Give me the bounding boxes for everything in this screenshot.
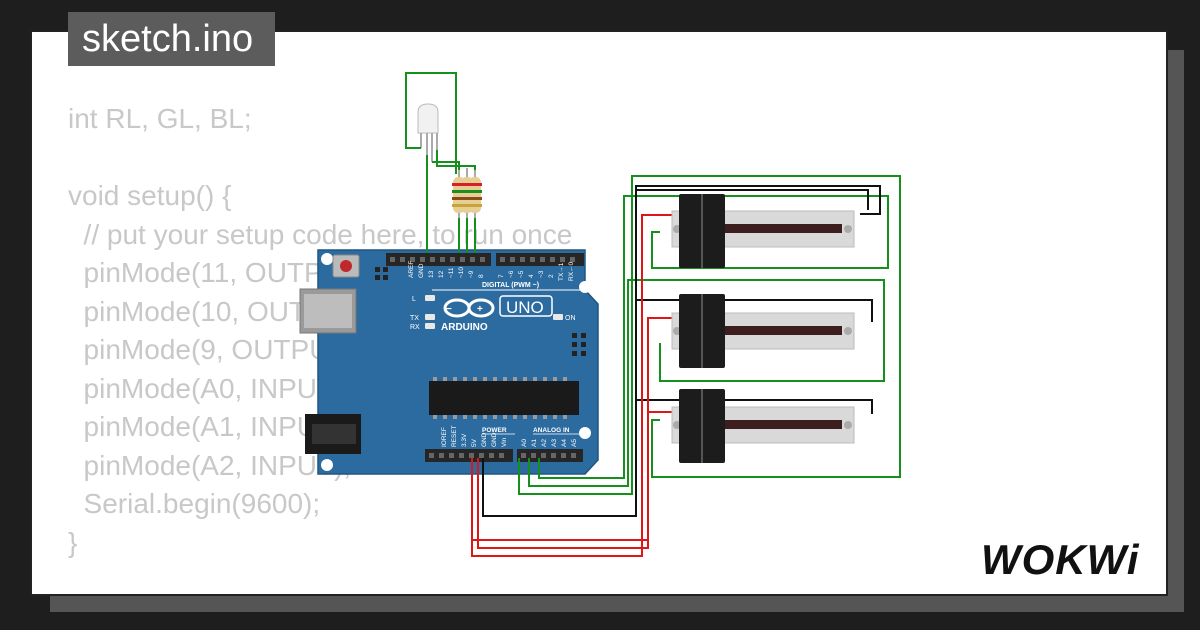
code-line: pinMode(A1, INPUT);	[68, 411, 352, 442]
pin-label: TX→1	[558, 262, 565, 281]
pin-label: 5V	[471, 438, 478, 447]
led-on-label: ON	[565, 315, 576, 322]
slide-potentiometer[interactable]	[671, 194, 855, 268]
resistor[interactable]	[452, 168, 482, 222]
svg-text:+: +	[477, 304, 483, 315]
code-line: }	[68, 526, 78, 558]
wires	[405, 72, 901, 557]
rgb-led[interactable]	[417, 103, 439, 162]
code-line: Serial.begin(9600);	[68, 488, 321, 519]
pin-label: A1	[531, 439, 538, 447]
pin-label: 4	[528, 274, 535, 278]
pin-label: GND	[418, 263, 425, 278]
sketch-filename-tab[interactable]: sketch.ino	[68, 12, 276, 66]
model-label: UNO	[506, 298, 544, 317]
power-header-label: POWER	[482, 427, 507, 434]
pin-label: RESET	[451, 425, 458, 447]
wokwi-logo-text: WOKWi	[981, 536, 1140, 583]
pin-label: 12	[438, 270, 445, 278]
pin-label: RX←0	[568, 261, 575, 281]
code-line: void setup() {	[68, 180, 232, 211]
pin-label: A4	[561, 439, 568, 447]
pin-label: ~6	[508, 270, 515, 278]
code-line: int RL, GL, BL;	[68, 103, 252, 134]
preview-card	[30, 30, 1168, 596]
pin-label: 3.3V	[461, 433, 468, 447]
pin-label: GND	[481, 432, 488, 447]
pin-label: ~10	[458, 267, 465, 278]
pin-label: ~9	[468, 270, 475, 278]
arduino-logo-icon	[443, 298, 495, 318]
led-l-label: L	[412, 296, 416, 303]
pin-label: AREF	[408, 261, 415, 278]
wokwi-logo[interactable]: WOKWi	[975, 530, 1155, 584]
arduino-uno-board[interactable]: AREF GND 13 12 ~11 ~10 ~9 8 7 ~6 ~5 4 ~3…	[299, 249, 599, 475]
pin-label: GND	[491, 432, 498, 447]
pin-label: A2	[541, 439, 548, 447]
led-tx-label: TX	[410, 315, 419, 322]
code-preview: int RL, GL, BL; void setup() { // put yo…	[68, 100, 572, 562]
brand-label: ARDUINO	[441, 322, 488, 333]
slide-potentiometer[interactable]	[671, 294, 855, 368]
led-rx-label: RX	[410, 324, 420, 331]
pin-label: ~5	[518, 270, 525, 278]
code-line: // put your setup code here, to run once	[68, 218, 573, 250]
pin-label: ~3	[538, 270, 545, 278]
digital-header-label: DIGITAL (PWM ~)	[482, 282, 539, 289]
svg-text:−: −	[446, 304, 452, 315]
pin-label: A0	[521, 439, 528, 447]
pin-label: A3	[551, 439, 558, 447]
code-line: pinMode(A2, INPUT);	[68, 449, 352, 481]
pin-label: 7	[498, 274, 505, 278]
pin-label: 2	[548, 274, 555, 278]
analog-header-label: ANALOG IN	[533, 427, 570, 434]
pin-label: A5	[571, 439, 578, 447]
pin-label: 13	[428, 270, 435, 278]
slide-potentiometer[interactable]	[671, 389, 855, 463]
pin-label: ~11	[448, 267, 455, 278]
pin-label: Vin	[501, 437, 508, 447]
pin-label: 8	[478, 274, 485, 278]
pin-label: IOREF	[441, 427, 448, 447]
